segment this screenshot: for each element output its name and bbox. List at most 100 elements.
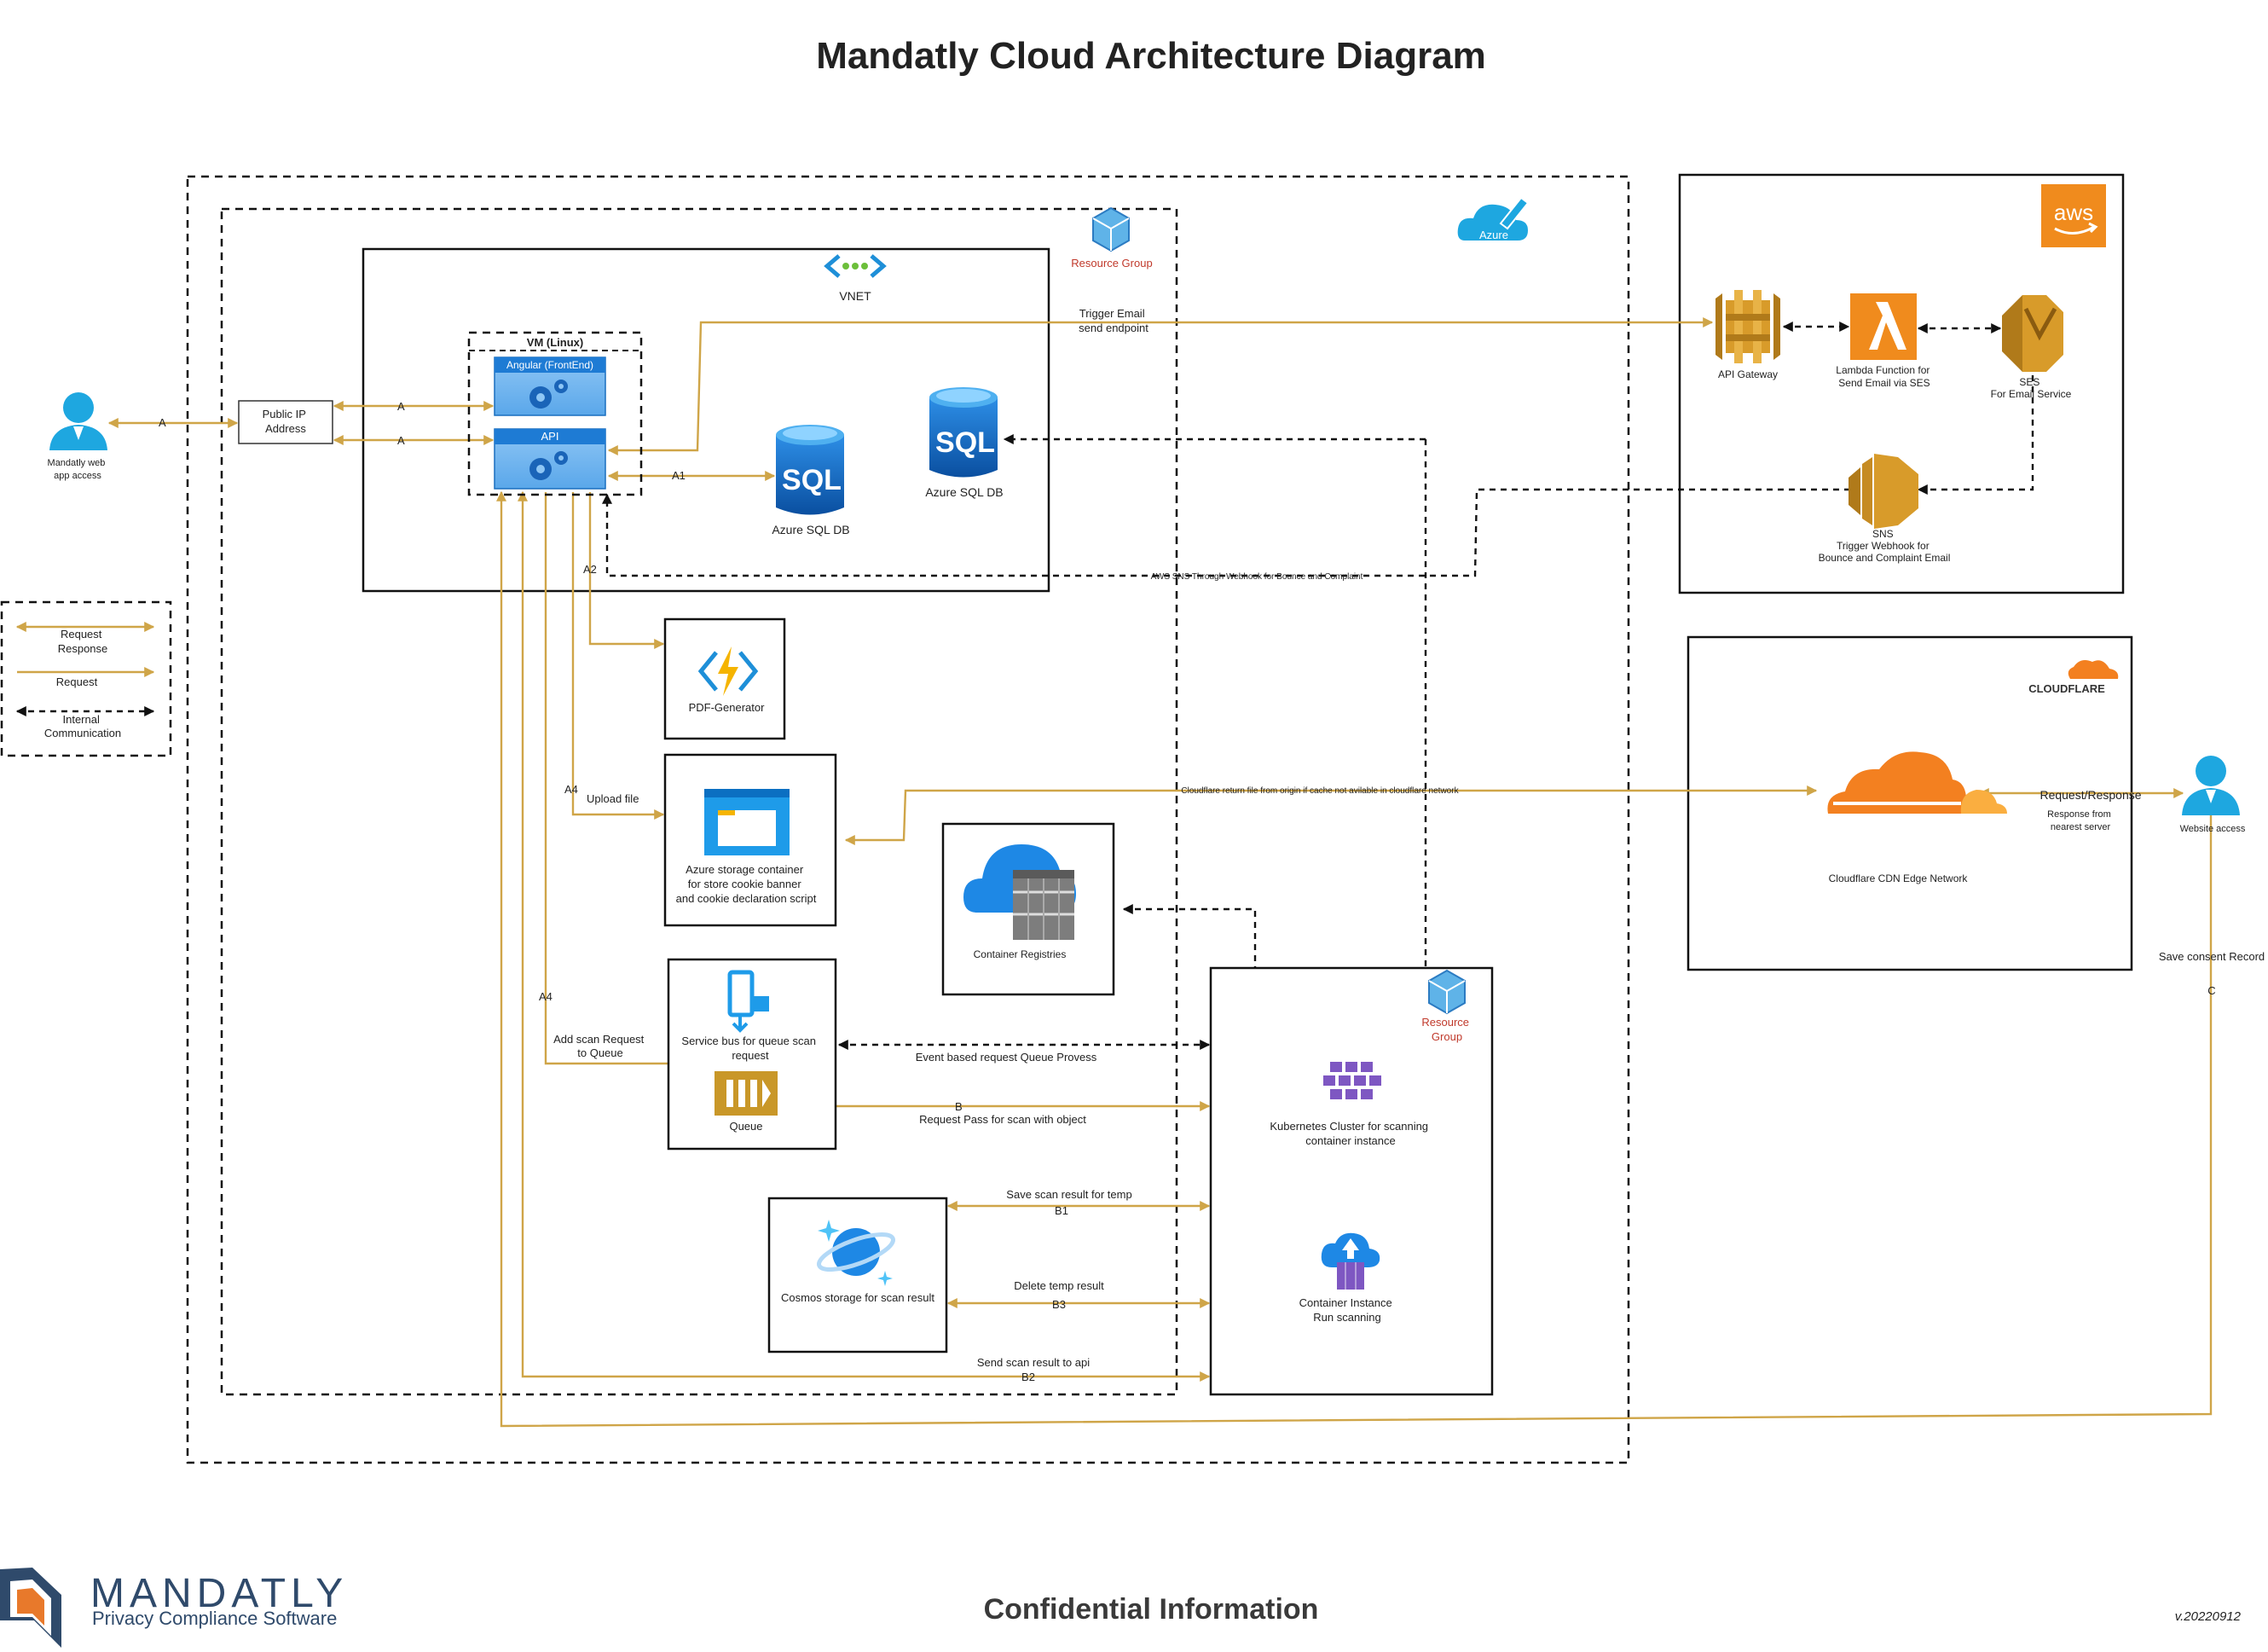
- angular-label: Angular (FrontEnd): [506, 359, 593, 371]
- sql-db-2-icon: [929, 387, 998, 478]
- sns-webhook-label: AWS SNS Through Webhook for Bounce and C…: [1151, 572, 1363, 582]
- angular-gear-icon: [529, 380, 568, 409]
- version-label: v.20220912: [2175, 1609, 2242, 1624]
- label-a-angular: A: [397, 400, 405, 413]
- legend-internal-label: Internal Communication: [44, 713, 121, 739]
- storage-label: Azure storage container for store cookie…: [676, 863, 817, 905]
- mandatly-logo-tagline: Privacy Compliance Software: [92, 1608, 337, 1629]
- container-instance-label: Container Instance Run scanning: [1299, 1296, 1396, 1324]
- send-result-label: Send scan result to api: [977, 1356, 1090, 1369]
- pdf-generator-label: PDF-Generator: [689, 701, 766, 714]
- sns-label: SNS Trigger Webhook for Bounce and Compl…: [1819, 528, 1951, 564]
- save-consent-label: Save consent Record: [2159, 950, 2265, 963]
- public-ip-box: [238, 400, 333, 444]
- cloudflare-logo-icon: [2068, 660, 2119, 679]
- api-gateway-label: API Gateway: [1718, 368, 1778, 380]
- sns-icon: [1849, 454, 1918, 529]
- container-instance-icon: [1321, 1232, 1380, 1290]
- vm-label: VM (Linux): [527, 336, 583, 349]
- page-title: Mandatly Cloud Architecture Diagram: [816, 35, 1486, 77]
- resource-group-2-icon: [1428, 969, 1466, 1015]
- label-a4-upload: A4: [564, 783, 578, 796]
- container-registry-icon: [963, 844, 1076, 940]
- public-ip-label: Public IP Address: [263, 408, 310, 435]
- resource-group-2-label: Resource Group: [1421, 1016, 1472, 1043]
- kubernetes-label: Kubernetes Cluster for scanning containe…: [1270, 1120, 1431, 1147]
- line-sns-api: [602, 488, 1850, 577]
- label-c: C: [2207, 984, 2215, 997]
- queue-icon: [715, 1071, 778, 1116]
- cloudflare-logo-label: CLOUDFLARE: [2028, 682, 2105, 695]
- request-pass-label: Request Pass for scan with object: [919, 1113, 1086, 1126]
- delete-temp-label: Delete temp result: [1014, 1279, 1104, 1292]
- upload-file-label: Upload file: [587, 792, 639, 805]
- label-a4-scan: A4: [539, 990, 553, 1003]
- label-b3: B3: [1052, 1298, 1066, 1311]
- response-nearest-label: Response from nearest server: [2047, 809, 2114, 832]
- legend-box: [0, 600, 172, 757]
- lambda-label: Lambda Function for Send Email via SES: [1836, 364, 1932, 389]
- mandatly-logo-icon: [0, 1568, 61, 1648]
- mandatly-logo-name: MANDATLY: [90, 1571, 348, 1616]
- cloudflare-cdn-icon: [1827, 751, 2007, 814]
- service-bus-icon: [727, 970, 769, 1033]
- label-b1: B1: [1055, 1204, 1068, 1217]
- sql-db-1-label: Azure SQL DB: [772, 523, 849, 536]
- website-user-icon: [2182, 756, 2240, 815]
- sql-db-1-icon: [776, 425, 844, 515]
- confidential-label: Confidential Information: [984, 1593, 1319, 1626]
- line-api-k8s: [518, 490, 1211, 1382]
- aws-logo-label: aws: [2054, 200, 2093, 225]
- sql-db-1-glyph: SQL: [782, 464, 842, 496]
- service-bus-label: Service bus for queue scan request: [681, 1035, 819, 1062]
- line-ses-sns: [1917, 375, 2034, 495]
- label-b: B: [955, 1100, 963, 1113]
- vnet-icon: [824, 254, 887, 278]
- ses-label: SES For Email Service: [1991, 376, 2072, 400]
- label-a2: A2: [583, 563, 597, 576]
- lambda-icon: [1850, 293, 1917, 360]
- api-gateway-icon: [1715, 290, 1780, 363]
- angular-frontend-box: [494, 356, 606, 416]
- pdf-generator-box: [663, 617, 786, 740]
- resource-group-label: Resource Group: [1071, 257, 1152, 270]
- vnet-label: VNET: [839, 289, 871, 303]
- queue-label: Queue: [729, 1120, 762, 1133]
- resource-group-icon: [1092, 206, 1130, 252]
- vm-box: [467, 331, 643, 496]
- legend-request-response-label: Request Response: [58, 628, 108, 655]
- api-label: API: [541, 430, 559, 443]
- kubernetes-icon: [1323, 1062, 1381, 1099]
- add-scan-label: Add scan Request to Queue: [553, 1033, 647, 1059]
- web-user-label: Mandatly web app access: [48, 458, 108, 481]
- storage-container-icon: [704, 789, 790, 855]
- cf-return-label: Cloudflare return file from origin if ca…: [1181, 786, 1459, 796]
- label-a1: A1: [672, 469, 686, 482]
- request-response-label: Request/Response: [2039, 788, 2141, 802]
- api-box: [494, 428, 606, 490]
- label-a-user: A: [159, 416, 166, 429]
- website-user-label: Website access: [2180, 824, 2246, 834]
- web-user-icon: [49, 392, 107, 450]
- label-a-api: A: [397, 434, 405, 447]
- container-registries-label: Container Registries: [974, 948, 1067, 960]
- label-b2: B2: [1021, 1371, 1035, 1383]
- function-lightning-icon: [697, 646, 759, 696]
- cloudflare-edge-label: Cloudflare CDN Edge Network: [1829, 872, 1969, 884]
- ses-icon: [2002, 295, 2063, 372]
- api-gear-icon: [529, 451, 568, 480]
- azure-badge-label: Azure: [1479, 229, 1508, 241]
- line-website-api: [496, 490, 2213, 1428]
- line-api-gateway: [607, 317, 1714, 455]
- sql-db-2-label: Azure SQL DB: [925, 485, 1003, 499]
- line-cf-storage: [844, 785, 1818, 845]
- event-queue-label: Event based request Queue Provess: [916, 1051, 1097, 1064]
- cosmos-label: Cosmos storage for scan result: [781, 1291, 934, 1304]
- azure-cloud-icon: [1457, 196, 1530, 241]
- cosmos-db-icon: [817, 1220, 895, 1286]
- legend-request-label: Request: [56, 675, 98, 688]
- k8s-resource-group-box: [1209, 966, 1494, 1396]
- aws-logo-icon: [2041, 184, 2106, 247]
- save-temp-label: Save scan result for temp: [1006, 1188, 1131, 1201]
